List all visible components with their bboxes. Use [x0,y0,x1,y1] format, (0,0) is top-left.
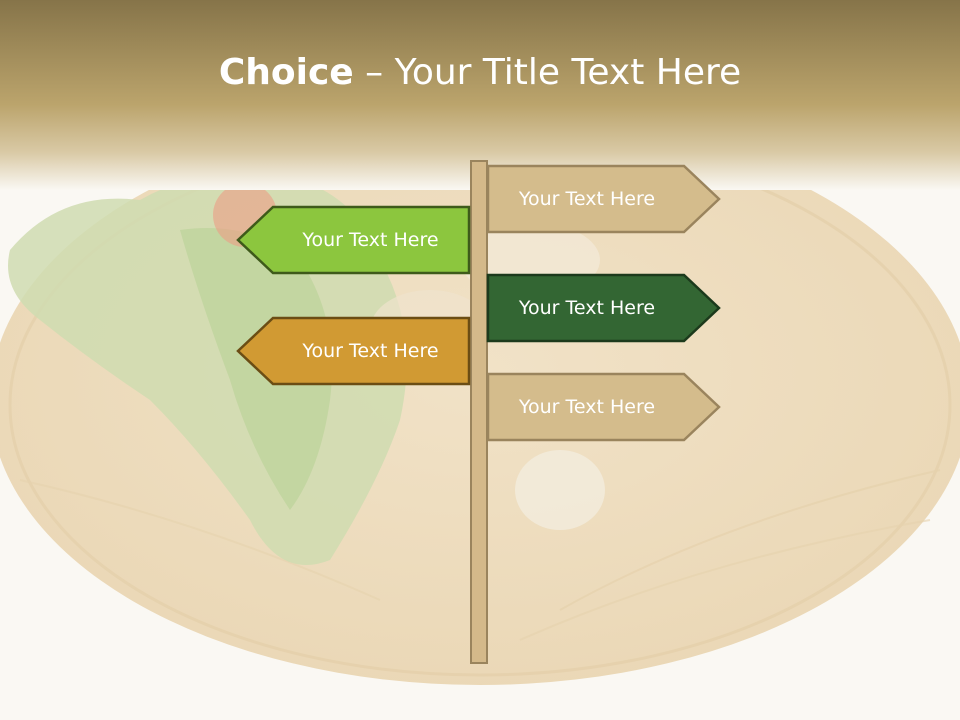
sign-label: Your Text Here [518,396,656,418]
sign-1[interactable]: Your Text Here [486,164,722,234]
sign-arrow-left [236,205,471,275]
sign-arrow-right [486,372,721,442]
sign-arrow-left [236,316,471,386]
sign-arrow-right [486,164,721,234]
sign-3[interactable]: Your Text Here [486,273,722,343]
slide-title: Choice – Your Title Text Here [0,52,960,93]
sign-label: Your Text Here [518,297,656,319]
sign-arrow-right [486,273,721,343]
sign-label: Your Text Here [302,340,439,362]
title-rest: – Your Title Text Here [353,52,742,93]
sign-label: Your Text Here [518,188,656,210]
sign-2[interactable]: Your Text Here [236,205,471,275]
sign-label: Your Text Here [302,229,439,251]
sign-4[interactable]: Your Text Here [236,316,471,386]
sign-5[interactable]: Your Text Here [486,372,722,442]
title-bold: Choice [218,52,354,93]
